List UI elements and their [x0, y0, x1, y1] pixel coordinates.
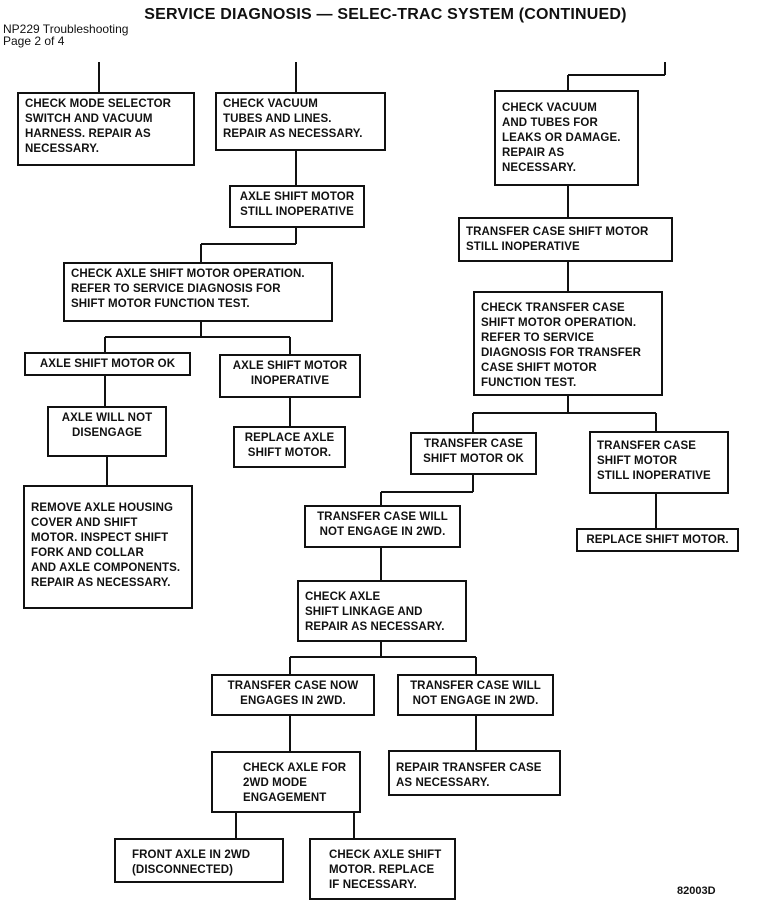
box-check-axle-motor-operation: CHECK AXLE SHIFT MOTOR OPERATION. REFER …	[63, 262, 333, 322]
box-check-tc-motor-operation: CHECK TRANSFER CASE SHIFT MOTOR OPERATIO…	[473, 291, 663, 396]
box-tc-not-engage-2wd-2: TRANSFER CASE WILL NOT ENGAGE IN 2WD.	[397, 674, 554, 716]
box-axle-motor-inoperative: AXLE SHIFT MOTOR INOPERATIVE	[219, 354, 361, 398]
box-check-vacuum-tubes-lines: CHECK VACUUM TUBES AND LINES. REPAIR AS …	[215, 92, 386, 151]
box-axle-motor-still-inoperative: AXLE SHIFT MOTOR STILL INOPERATIVE	[229, 185, 365, 228]
box-check-axle-2wd-engagement: CHECK AXLE FOR 2WD MODE ENGAGEMENT	[211, 751, 361, 813]
box-tc-motor-still-inoperative: TRANSFER CASE SHIFT MOTOR STILL INOPERAT…	[458, 217, 673, 262]
box-replace-axle-shift-motor: REPLACE AXLE SHIFT MOTOR.	[233, 426, 346, 468]
page-number: Page 2 of 4	[3, 34, 65, 48]
box-check-mode-selector: CHECK MODE SELECTOR SWITCH AND VACUUM HA…	[17, 92, 195, 166]
box-tc-now-engages-2wd: TRANSFER CASE NOW ENGAGES IN 2WD.	[211, 674, 375, 716]
box-tc-not-engage-2wd: TRANSFER CASE WILL NOT ENGAGE IN 2WD.	[304, 505, 461, 548]
page-title: SERVICE DIAGNOSIS — SELEC-TRAC SYSTEM (C…	[144, 6, 627, 23]
figure-id: 82003D	[677, 885, 716, 897]
box-axle-motor-ok: AXLE SHIFT MOTOR OK	[24, 352, 191, 376]
box-check-axle-shift-motor: CHECK AXLE SHIFT MOTOR. REPLACE IF NECES…	[309, 838, 456, 900]
box-tc-motor-still-inoperative-2: TRANSFER CASE SHIFT MOTOR STILL INOPERAT…	[589, 431, 729, 494]
box-check-axle-shift-linkage: CHECK AXLE SHIFT LINKAGE AND REPAIR AS N…	[297, 580, 467, 642]
box-front-axle-in-2wd: FRONT AXLE IN 2WD (DISCONNECTED)	[114, 838, 284, 883]
box-axle-will-not-disengage: AXLE WILL NOT DISENGAGE	[47, 406, 167, 457]
box-replace-shift-motor: REPLACE SHIFT MOTOR.	[576, 528, 739, 552]
box-remove-axle-housing: REMOVE AXLE HOUSING COVER AND SHIFT MOTO…	[23, 485, 193, 609]
box-tc-motor-ok: TRANSFER CASE SHIFT MOTOR OK	[410, 432, 537, 475]
box-check-vacuum-tubes-leaks: CHECK VACUUM AND TUBES FOR LEAKS OR DAMA…	[494, 90, 639, 186]
document-title: NP229 Troubleshooting	[3, 22, 129, 36]
box-repair-transfer-case: REPAIR TRANSFER CASE AS NECESSARY.	[388, 750, 561, 796]
